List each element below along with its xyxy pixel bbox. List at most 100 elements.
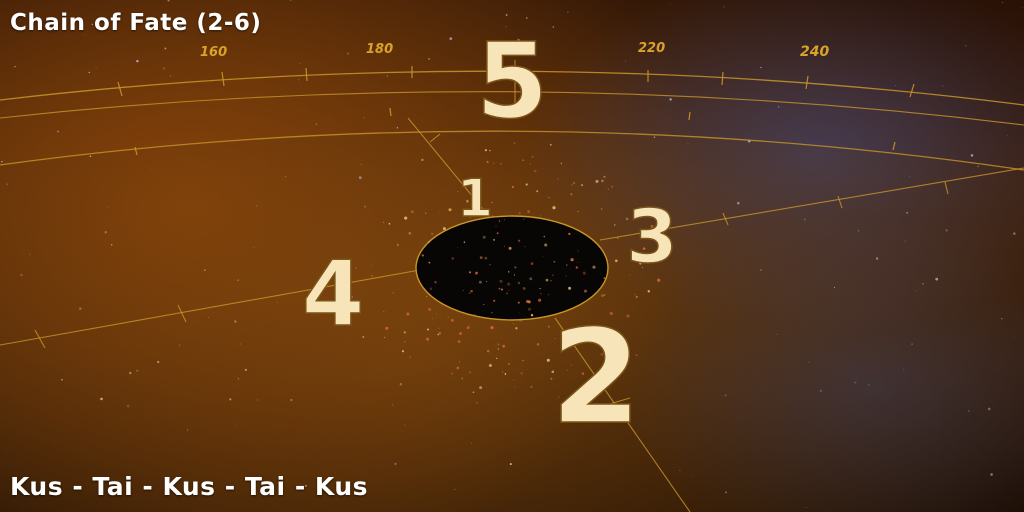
dust-particle bbox=[601, 294, 604, 297]
dust-particle bbox=[614, 259, 618, 263]
star bbox=[449, 37, 453, 40]
star bbox=[1, 161, 3, 163]
dust-particle bbox=[428, 261, 431, 264]
dust-particle bbox=[478, 280, 482, 284]
dust-particle bbox=[580, 184, 584, 187]
dust-particle bbox=[485, 281, 488, 283]
dust-particle bbox=[439, 212, 441, 214]
star bbox=[386, 75, 388, 77]
dust-particle bbox=[635, 354, 638, 356]
dust-particle bbox=[426, 295, 428, 297]
dust-particle bbox=[530, 314, 534, 317]
dust-particle bbox=[600, 352, 604, 356]
star bbox=[895, 85, 896, 86]
dust-particle bbox=[581, 372, 585, 375]
star bbox=[299, 62, 301, 64]
star bbox=[396, 127, 399, 129]
dust-particle bbox=[575, 156, 577, 158]
star bbox=[167, 0, 170, 2]
dust-particle bbox=[570, 192, 573, 196]
compass-tick-label: 180 bbox=[366, 42, 393, 57]
dust-particle bbox=[530, 385, 533, 388]
dust-particle bbox=[479, 256, 483, 260]
dust-particle bbox=[459, 332, 462, 335]
dust-particle bbox=[501, 371, 504, 373]
dust-particle bbox=[488, 364, 492, 367]
dust-particle bbox=[457, 246, 459, 248]
dust-particle bbox=[527, 210, 530, 213]
dust-particle bbox=[475, 271, 478, 275]
marker-3[interactable]: 3 bbox=[626, 193, 679, 281]
dust-particle bbox=[488, 216, 490, 218]
dust-particle bbox=[548, 294, 550, 296]
dust-particle bbox=[469, 216, 471, 218]
dust-particle bbox=[533, 169, 537, 173]
star bbox=[1006, 135, 1008, 136]
marker-1[interactable]: 1 bbox=[456, 168, 494, 230]
dust-particle bbox=[524, 246, 526, 248]
star bbox=[517, 38, 520, 42]
dust-particle bbox=[472, 391, 475, 394]
dust-particle bbox=[489, 264, 491, 266]
star bbox=[162, 67, 166, 70]
dust-particle bbox=[517, 281, 521, 285]
marker-4[interactable]: 4 bbox=[301, 241, 365, 348]
dust-particle bbox=[522, 159, 524, 162]
star bbox=[760, 66, 762, 69]
dust-particle bbox=[553, 260, 556, 263]
dust-particle bbox=[539, 287, 541, 290]
dust-particle bbox=[396, 243, 399, 247]
star bbox=[88, 71, 90, 74]
dust-particle bbox=[503, 219, 505, 221]
dust-particle bbox=[355, 267, 357, 269]
move-sequence: Kus - Tai - Kus - Tai - Kus bbox=[10, 472, 369, 501]
dust-particle bbox=[519, 318, 523, 322]
marker-2[interactable]: 2 bbox=[550, 300, 642, 454]
dust-particle bbox=[629, 274, 631, 276]
dust-particle bbox=[536, 343, 540, 346]
dust-particle bbox=[545, 278, 549, 282]
dust-particle bbox=[582, 271, 586, 275]
dust-particle bbox=[507, 282, 511, 286]
dust-particle bbox=[607, 188, 609, 190]
star bbox=[1022, 6, 1023, 8]
dust-particle bbox=[577, 250, 579, 252]
dust-particle bbox=[451, 319, 454, 322]
dust-particle bbox=[500, 163, 502, 165]
dust-particle bbox=[476, 401, 478, 404]
star bbox=[84, 34, 86, 36]
dust-particle bbox=[442, 227, 446, 231]
dust-particle bbox=[568, 232, 571, 236]
dust-particle bbox=[484, 149, 487, 152]
dust-particle bbox=[525, 183, 528, 186]
dust-particle bbox=[404, 216, 408, 220]
dust-particle bbox=[642, 247, 646, 250]
dust-particle bbox=[491, 215, 495, 219]
dust-particle bbox=[609, 311, 613, 316]
star bbox=[1002, 2, 1003, 4]
dust-particle bbox=[383, 311, 385, 313]
dust-particle bbox=[500, 288, 504, 291]
dust-particle bbox=[483, 303, 485, 305]
dust-particle bbox=[611, 365, 613, 368]
dust-particle bbox=[538, 338, 540, 340]
dust-particle bbox=[601, 179, 604, 183]
dust-particle bbox=[497, 348, 500, 350]
particle-cluster bbox=[355, 142, 661, 404]
dust-particle bbox=[554, 338, 556, 340]
dust-particle bbox=[600, 332, 604, 336]
dust-particle bbox=[385, 326, 389, 330]
dust-particle bbox=[469, 210, 472, 213]
dust-particle bbox=[457, 191, 459, 192]
star bbox=[289, 0, 292, 1]
star bbox=[942, 85, 944, 87]
dust-particle bbox=[626, 354, 630, 358]
dust-particle bbox=[517, 239, 521, 242]
marker-5[interactable]: 5 bbox=[475, 19, 549, 143]
dust-particle bbox=[542, 256, 544, 258]
dust-particle bbox=[504, 372, 507, 375]
dust-particle bbox=[466, 199, 469, 203]
axis-lines bbox=[0, 60, 1024, 512]
